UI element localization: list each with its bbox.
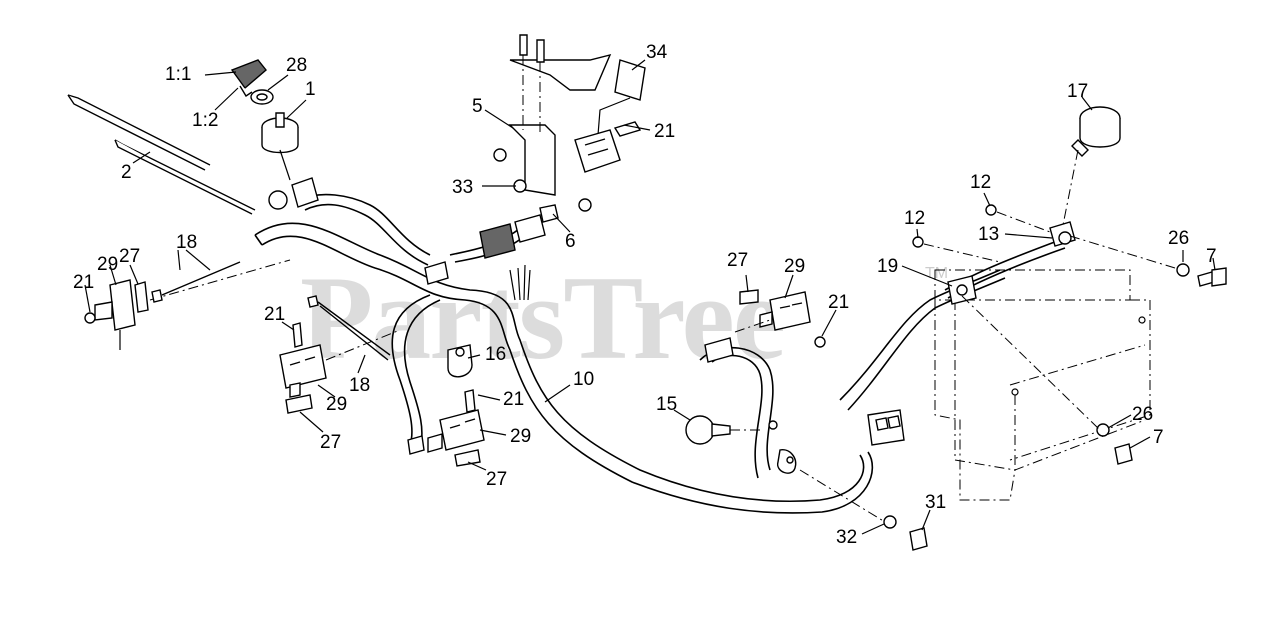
callout-7-upper: 7 bbox=[1206, 246, 1217, 267]
callout-1: 1 bbox=[305, 79, 316, 100]
middle-left-switch bbox=[279, 322, 401, 414]
cable-tie-middle bbox=[307, 295, 391, 361]
callout-27-middle-left: 27 bbox=[320, 432, 341, 453]
callout-1-1: 1:1 bbox=[165, 64, 191, 85]
callout-33: 33 bbox=[452, 177, 473, 198]
callout-21-middle-left: 21 bbox=[264, 304, 285, 325]
callout-19: 19 bbox=[877, 256, 898, 277]
watermark: PartsTree TM bbox=[300, 251, 948, 384]
bulb bbox=[685, 415, 760, 445]
terminal-cover bbox=[1061, 106, 1121, 231]
callout-32: 32 bbox=[836, 527, 857, 548]
ignition-key bbox=[230, 59, 267, 97]
harness-connector-6 bbox=[424, 204, 559, 285]
battery-hardware bbox=[799, 204, 1227, 551]
callout-10: 10 bbox=[573, 369, 594, 390]
callout-21-left: 21 bbox=[73, 272, 94, 293]
callout-18-lower: 18 bbox=[349, 375, 370, 396]
watermark-text: PartsTree bbox=[300, 251, 784, 384]
switch-nut bbox=[250, 89, 274, 105]
cable-clamp bbox=[447, 344, 473, 378]
leader-lines bbox=[84, 59, 1216, 535]
callout-21-upper-right: 21 bbox=[828, 292, 849, 313]
callout-26-upper: 26 bbox=[1168, 228, 1189, 249]
callout-21-lower-middle: 21 bbox=[503, 389, 524, 410]
callout-18-upper: 18 bbox=[176, 232, 197, 253]
cable-tie-top bbox=[67, 94, 256, 215]
callout-29-upper-right: 29 bbox=[784, 256, 805, 277]
callout-31: 31 bbox=[925, 492, 946, 513]
callout-16: 16 bbox=[485, 344, 506, 365]
callout-28: 28 bbox=[286, 55, 307, 76]
cable-tie-left bbox=[151, 261, 241, 303]
callout-labels: 1:1 1:2 28 1 2 34 5 21 33 6 17 12 12 13 … bbox=[73, 42, 1217, 548]
callout-27-upper-right: 27 bbox=[727, 250, 748, 271]
callout-29-lower-middle: 29 bbox=[510, 426, 531, 447]
callout-12-lower: 12 bbox=[904, 208, 925, 229]
callout-27-left: 27 bbox=[119, 246, 140, 267]
callout-15: 15 bbox=[656, 394, 677, 415]
callout-6: 6 bbox=[565, 231, 576, 252]
callout-29-left: 29 bbox=[97, 254, 118, 275]
callout-12-upper: 12 bbox=[970, 172, 991, 193]
mount-bracket bbox=[493, 34, 612, 212]
callout-2: 2 bbox=[121, 162, 132, 183]
callout-1-2: 1:2 bbox=[192, 110, 218, 131]
callout-13: 13 bbox=[978, 224, 999, 245]
callout-17: 17 bbox=[1067, 81, 1088, 102]
lower-middle-switch bbox=[407, 389, 485, 467]
callout-34: 34 bbox=[646, 42, 668, 63]
ignition-connector bbox=[268, 177, 319, 210]
lower-right-connectors bbox=[768, 409, 905, 474]
callout-7-lower: 7 bbox=[1153, 427, 1164, 448]
left-switch-assembly bbox=[84, 259, 291, 350]
battery bbox=[934, 269, 1151, 501]
callout-29-middle-left: 29 bbox=[326, 394, 347, 415]
relay-socket bbox=[574, 121, 642, 173]
callout-5: 5 bbox=[472, 96, 483, 117]
ignition-switch bbox=[261, 112, 299, 181]
callout-27-lower-middle: 27 bbox=[486, 469, 507, 490]
callout-21-top: 21 bbox=[654, 121, 675, 142]
upper-right-switch bbox=[704, 289, 826, 363]
main-harness bbox=[254, 193, 1066, 514]
relay bbox=[597, 59, 646, 136]
callout-26-lower: 26 bbox=[1132, 404, 1153, 425]
